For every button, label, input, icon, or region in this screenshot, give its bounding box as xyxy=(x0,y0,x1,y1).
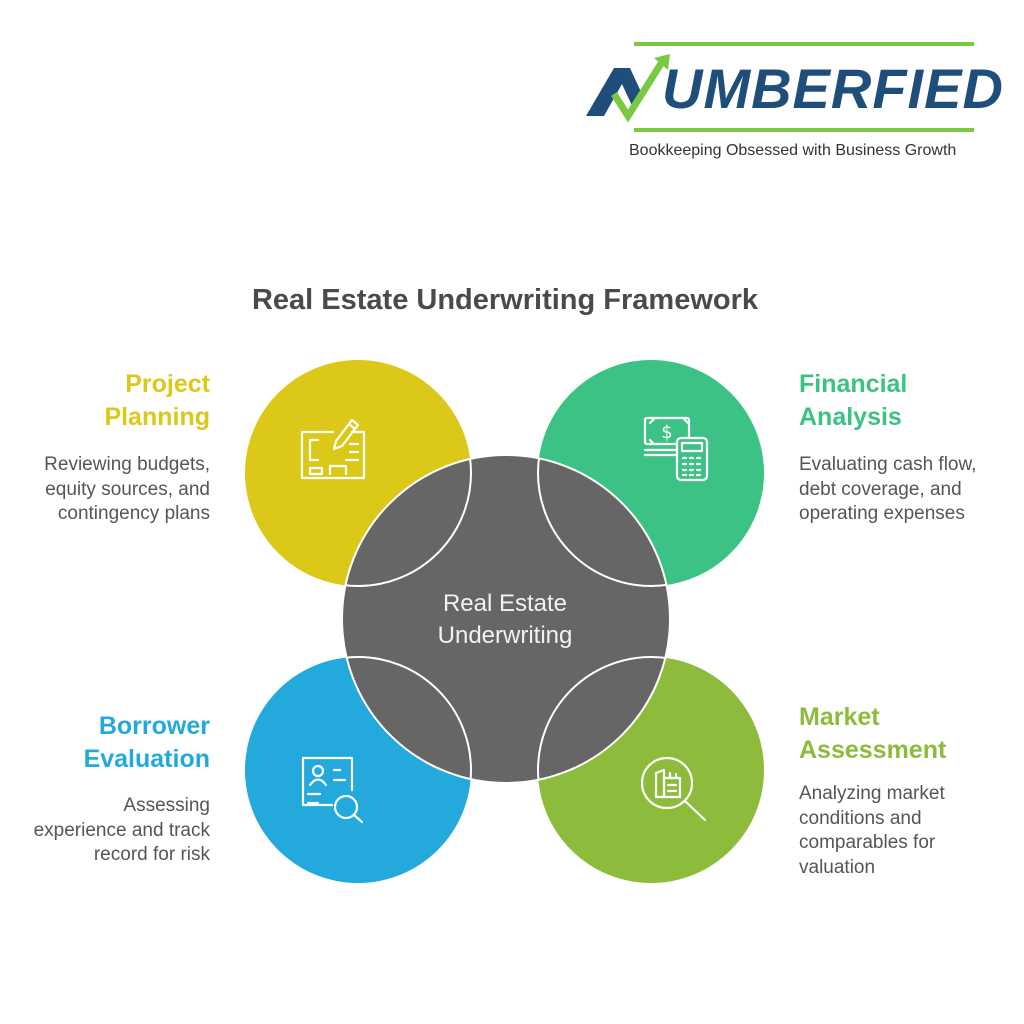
center-label: Real Estate Underwriting xyxy=(400,588,610,652)
blueprint-pencil-icon xyxy=(300,418,366,480)
financial-analysis-description: Evaluating cash flow, debt coverage, and… xyxy=(799,453,1019,527)
building-magnifier-icon xyxy=(640,756,707,822)
borrower-evaluation-heading-line1: Borrower xyxy=(98,712,210,740)
market-assessment-heading: Market Assessment xyxy=(799,701,1009,767)
desc-line: conditions and xyxy=(799,807,922,829)
borrower-evaluation-heading-line2: Evaluation xyxy=(83,745,210,773)
center-circle xyxy=(341,454,671,784)
project-planning-description: Reviewing budgets, equity sources, and c… xyxy=(10,453,210,527)
borrower-evaluation-heading: Borrower Evaluation xyxy=(10,710,210,776)
market-assessment-heading-line1: Market xyxy=(799,703,880,731)
financial-analysis-heading-line2: Analysis xyxy=(799,403,902,431)
market-assessment-heading-line2: Assessment xyxy=(799,736,947,764)
numberfied-logo: UMBERFIED Bookkeeping Obsessed with Busi… xyxy=(584,40,1003,170)
svg-text:$: $ xyxy=(661,422,672,443)
desc-line: debt coverage, and xyxy=(799,478,962,500)
desc-line: experience and track xyxy=(33,819,210,841)
project-planning-heading-line1: Project xyxy=(125,370,210,398)
profile-search-icon xyxy=(301,756,364,824)
desc-line: comparables for xyxy=(799,832,936,853)
desc-line: Reviewing budgets, xyxy=(44,454,210,475)
money-calculator-icon: $ xyxy=(643,416,709,482)
center-label-line1: Real Estate xyxy=(442,590,568,617)
market-assessment-description: Analyzing market conditions and comparab… xyxy=(799,782,1009,880)
desc-line: equity sources, and xyxy=(45,478,210,500)
logo-bottom-rule xyxy=(634,128,974,132)
financial-analysis-heading: Financial Analysis xyxy=(799,368,999,434)
financial-analysis-heading-line1: Financial xyxy=(799,370,908,398)
desc-line: record for risk xyxy=(93,844,210,865)
desc-line: Analyzing market xyxy=(799,783,945,804)
desc-line: valuation xyxy=(799,856,876,878)
logo-tagline: Bookkeeping Obsessed with Business Growt… xyxy=(629,142,957,159)
diagram-title: Real Estate Underwriting Framework xyxy=(251,284,759,316)
project-planning-heading: Project Planning xyxy=(20,368,210,434)
desc-line: contingency plans xyxy=(57,503,210,524)
desc-line: Evaluating cash flow, xyxy=(799,454,977,475)
desc-line: operating expenses xyxy=(799,503,965,524)
borrower-evaluation-description: Assessing experience and track record fo… xyxy=(0,794,210,868)
center-label-line2: Underwriting xyxy=(437,622,573,649)
logo-n-arrow-icon xyxy=(586,54,670,123)
desc-line: Assessing xyxy=(123,795,210,816)
project-planning-heading-line2: Planning xyxy=(104,403,210,431)
logo-top-rule xyxy=(634,42,974,46)
logo-wordmark: UMBERFIED xyxy=(662,57,1004,120)
